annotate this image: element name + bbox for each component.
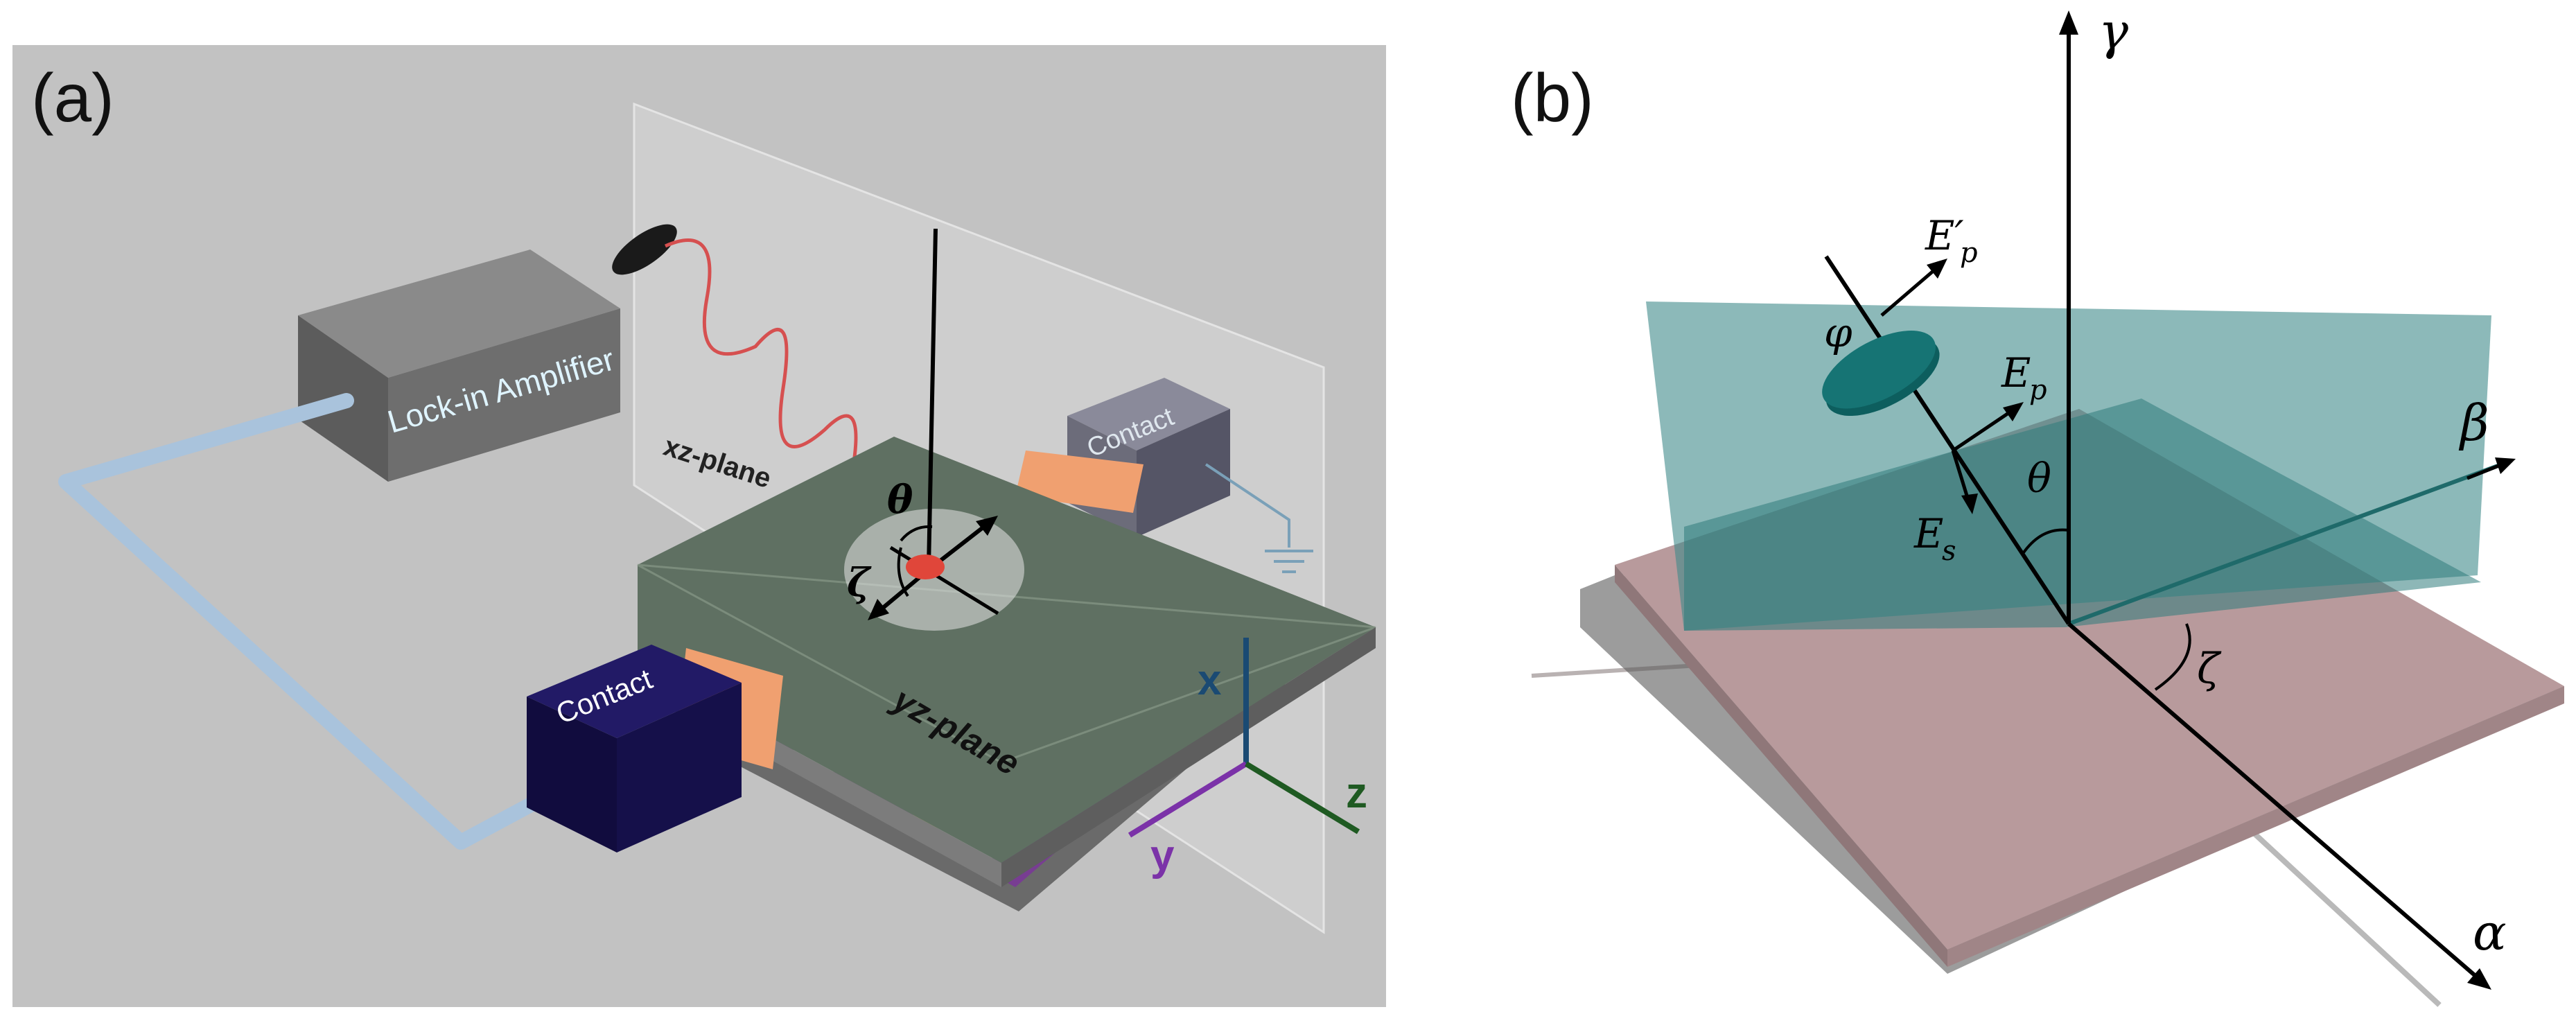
alpha-axis-line <box>2067 622 2482 983</box>
ep-subscript: p <box>2029 374 2047 406</box>
theta-label-b: θ <box>2027 455 2051 502</box>
es-head <box>1961 493 1978 514</box>
alpha-label: α <box>2473 903 2507 961</box>
alpha-axis-head <box>2467 968 2491 990</box>
incident-beam-line <box>1824 255 2071 625</box>
zeta-label-a: ζ <box>847 560 872 606</box>
beta-axis-head <box>2495 457 2516 474</box>
ep-label: E p <box>2001 349 2047 406</box>
es-subscript: s <box>1942 535 1956 567</box>
ep-prime-label: E′ p <box>1925 212 1978 269</box>
axis-z-line <box>1244 761 1360 834</box>
ground-icon <box>1265 550 1313 573</box>
theta-label-a: θ <box>887 477 913 523</box>
ep-vector <box>1952 405 2018 453</box>
polarizer-disc <box>1822 331 1940 417</box>
sample-stack <box>637 437 1376 911</box>
cable <box>58 393 555 850</box>
es-label: E s <box>1913 510 1956 567</box>
es-symbol: E <box>1913 510 1943 557</box>
contact-box-right <box>1067 378 1230 537</box>
floor-shadow-right <box>2250 830 2442 1007</box>
contact-box-left <box>527 645 742 852</box>
theta-arc <box>900 525 933 542</box>
incidence-spot <box>906 554 945 579</box>
zeta-arc-b <box>2154 623 2191 691</box>
phi-label: φ <box>1824 309 1852 356</box>
polarization-arrow-up-head <box>976 516 998 536</box>
copper-contact-right <box>1015 451 1144 513</box>
in-plane-line <box>889 545 999 615</box>
axis-y-line <box>1128 761 1248 838</box>
ground-wire <box>1204 463 1290 548</box>
panel-a-label: (a) <box>31 60 114 136</box>
gamma-axis-head <box>2059 10 2078 35</box>
panel-a: (a) Lock-in Amplifier Contact <box>12 45 1386 1007</box>
normal-line <box>927 228 938 568</box>
ep-head <box>2003 402 2024 421</box>
ep-prime-symbol: E′ <box>1925 212 1964 259</box>
polarization-arrow-down-head <box>868 599 889 620</box>
theta-arc-b <box>2021 528 2069 556</box>
ep-symbol: E <box>2001 349 2031 396</box>
gamma-label: γ <box>2099 2 2129 60</box>
zeta-label-b: ζ <box>2197 645 2222 693</box>
axis-z-label: z <box>1346 769 1367 817</box>
surface-plane <box>1684 399 2481 631</box>
beta-label: β <box>2458 394 2489 452</box>
ep-prime-head <box>1927 259 1947 279</box>
beta-axis-tip <box>2467 460 2508 480</box>
axis-y-label: y <box>1150 832 1175 880</box>
light-source-icon <box>612 224 677 275</box>
ep-prime-subscript: p <box>1960 237 1978 269</box>
panel-b: (b) <box>1511 2 2564 1007</box>
panel-b-label: (b) <box>1511 60 1594 136</box>
zeta-arc <box>897 547 909 597</box>
axis-x-label: x <box>1198 656 1222 704</box>
ep-prime-vector <box>1880 263 1942 317</box>
beta-axis-line <box>2067 460 2509 626</box>
